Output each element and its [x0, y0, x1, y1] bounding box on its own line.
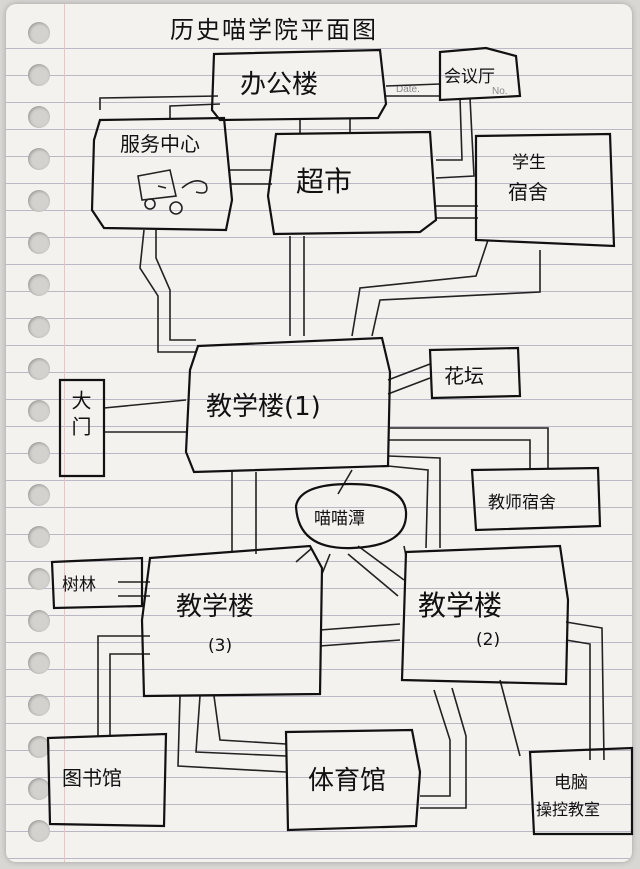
- meeting-hall-label: 会议厅: [444, 67, 495, 87]
- main-gate-outline: [58, 378, 106, 478]
- road: [97, 635, 150, 736]
- number-stamp: No.: [492, 86, 508, 97]
- road: [103, 399, 187, 409]
- binder-hole: [28, 484, 50, 506]
- roads: [97, 83, 605, 809]
- student-dorm-outline: [474, 132, 616, 248]
- service-center-outline: [90, 116, 234, 232]
- road: [155, 230, 196, 341]
- gym-label: 体育馆: [308, 766, 387, 796]
- road: [387, 465, 429, 549]
- binder-hole: [28, 232, 50, 254]
- meow-pond-outline: [294, 482, 408, 550]
- teaching-building-3-name-label: 教学楼: [176, 592, 255, 622]
- service-center-sketch: [137, 169, 208, 215]
- road: [213, 695, 287, 745]
- service-center-label: 服务中心: [120, 132, 200, 156]
- binder-hole: [28, 148, 50, 170]
- binder-hole: [28, 526, 50, 548]
- student-dorm-label-line1: 学生: [512, 153, 546, 173]
- binder-hole: [28, 274, 50, 296]
- binder-hole: [28, 22, 50, 44]
- road: [169, 103, 221, 118]
- office-building-outline: [210, 48, 388, 122]
- binder-hole: [28, 568, 50, 590]
- road: [388, 427, 549, 468]
- road: [420, 689, 451, 797]
- binder-hole: [28, 652, 50, 674]
- road: [337, 469, 353, 495]
- road: [420, 687, 467, 809]
- library-label: 图书馆: [62, 766, 122, 790]
- binder-hole: [28, 820, 50, 842]
- computer-lab-label-line2: 操控教室: [536, 800, 601, 819]
- date-stamp: Date.: [396, 84, 420, 95]
- road: [109, 653, 150, 736]
- road: [319, 623, 401, 631]
- flower-bed-label: 花坛: [444, 364, 484, 388]
- binder-hole: [28, 400, 50, 422]
- supermarket-outline: [266, 130, 438, 236]
- road: [387, 363, 431, 381]
- flower-bed-outline: [428, 346, 522, 400]
- binder-hole: [28, 442, 50, 464]
- office-building-label: 办公楼: [240, 70, 319, 100]
- binder-hole: [28, 694, 50, 716]
- teaching-building-1-label: 教学楼(1): [206, 392, 321, 422]
- margin-line: [64, 4, 65, 862]
- teaching-building-2-outline: [400, 544, 570, 686]
- binder-hole: [28, 610, 50, 632]
- teacher-dorm-outline: [470, 466, 602, 532]
- student-dorm-label-line2: 宿舍: [508, 180, 548, 204]
- computer-lab-outline: [528, 746, 634, 836]
- road: [387, 377, 431, 395]
- road: [321, 553, 331, 575]
- binder-hole: [28, 736, 50, 758]
- binder-hole: [28, 64, 50, 86]
- teacher-dorm-label: 教师宿舍: [488, 493, 556, 513]
- road: [177, 695, 287, 773]
- road: [319, 639, 401, 647]
- binder-hole: [28, 358, 50, 380]
- meeting-hall-outline: [438, 46, 522, 102]
- woods-label: 树林: [62, 575, 96, 595]
- computer-lab-label-line1: 电脑: [554, 773, 588, 793]
- teaching-building-3-number-label: (3): [208, 636, 233, 656]
- binder-hole: [28, 190, 50, 212]
- road: [357, 545, 405, 581]
- map-title: 历史喵学院平面图: [170, 16, 378, 44]
- road: [385, 83, 441, 87]
- teaching-building-2-name-label: 教学楼: [418, 589, 503, 622]
- teaching-building-2-number-label: (2): [476, 630, 501, 650]
- road: [139, 229, 196, 353]
- road: [499, 679, 521, 757]
- road: [565, 621, 605, 761]
- binder-hole: [28, 316, 50, 338]
- library-outline: [46, 732, 168, 828]
- meow-pond-label: 喵喵潭: [314, 509, 365, 529]
- teaching-building-1-outline: [184, 336, 392, 474]
- main-gate-label: 大门: [68, 390, 92, 442]
- buildings: [46, 46, 634, 836]
- road: [99, 95, 219, 110]
- road: [295, 547, 313, 563]
- binder-hole: [28, 778, 50, 800]
- woods-outline: [50, 556, 144, 610]
- road: [565, 639, 591, 760]
- teaching-building-3-outline: [140, 544, 324, 698]
- road: [387, 455, 441, 548]
- binder-hole: [28, 106, 50, 128]
- road: [436, 97, 463, 161]
- road: [388, 439, 531, 468]
- road: [371, 250, 541, 337]
- road: [435, 97, 475, 179]
- road: [351, 239, 489, 337]
- road: [347, 553, 399, 597]
- supermarket-label: 超市: [296, 165, 353, 198]
- gym-outline: [284, 728, 422, 832]
- road: [195, 695, 287, 757]
